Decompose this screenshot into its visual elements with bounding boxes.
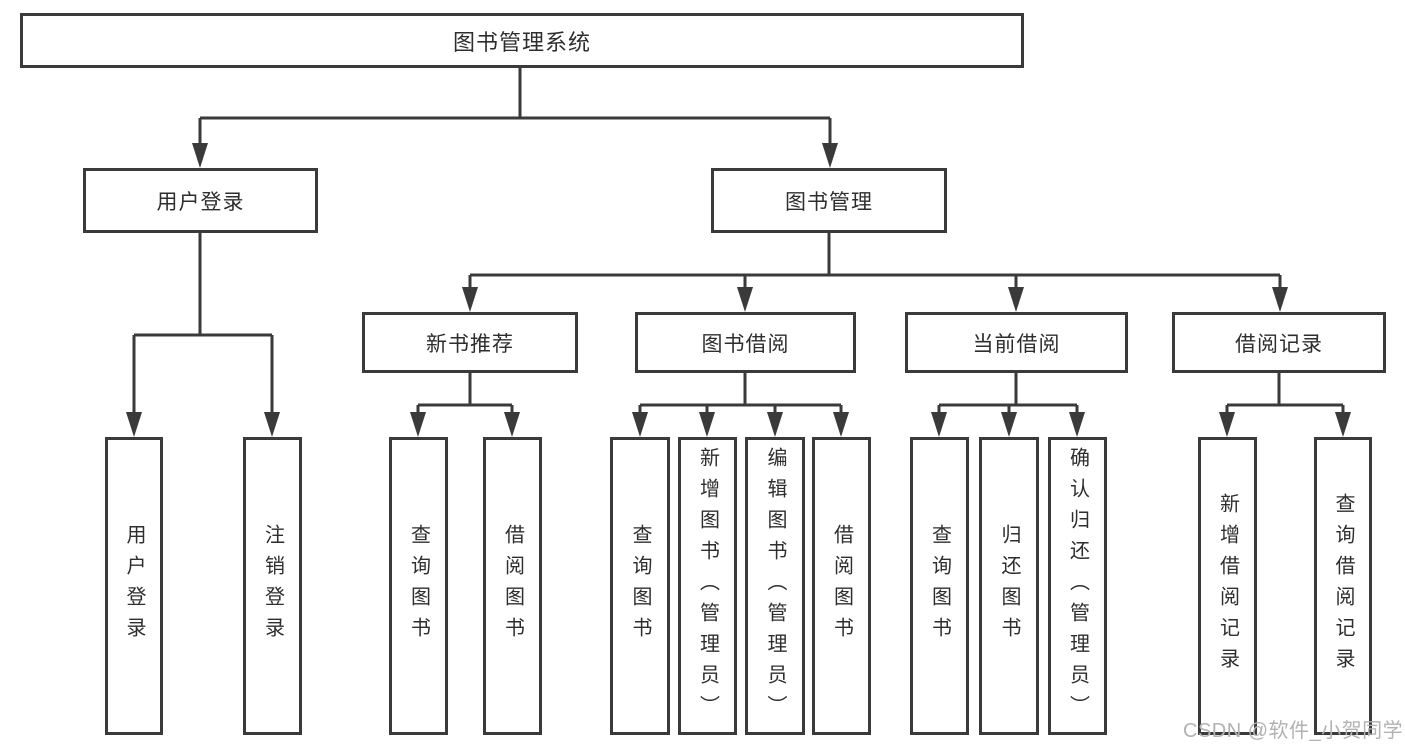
node-book-borrowing: 图书借阅 — [635, 312, 856, 373]
connector-lines — [132, 68, 1345, 415]
leaf-borrowing-borrow-books: 借阅图书 — [812, 437, 871, 735]
node-user-login: 用户登录 — [83, 168, 318, 233]
leaf-newbook-borrow-books: 借阅图书 — [483, 437, 542, 735]
node-book-management: 图书管理 — [711, 168, 947, 233]
leaf-borrowing-add-books-admin: 新增图书（管理员） — [678, 437, 737, 735]
leaf-records-query-record: 查询借阅记录 — [1314, 437, 1372, 735]
leaf-current-confirm-return-admin: 确认归还（管理员） — [1048, 437, 1107, 735]
arrowheads — [126, 143, 1351, 437]
leaf-current-query-books: 查询图书 — [910, 437, 969, 735]
leaf-borrowing-edit-books-admin: 编辑图书（管理员） — [745, 437, 805, 735]
leaf-borrowing-query-books: 查询图书 — [610, 437, 670, 735]
leaf-user-login: 用户登录 — [105, 437, 163, 735]
csdn-watermark: CSDN @软件_小贺同学 — [1183, 720, 1404, 742]
leaf-logout-login: 注销登录 — [243, 437, 302, 735]
node-current-borrowing: 当前借阅 — [905, 312, 1128, 373]
node-library-management-system: 图书管理系统 — [20, 13, 1024, 68]
leaf-newbook-query-books: 查询图书 — [389, 437, 448, 735]
leaf-records-add-record: 新增借阅记录 — [1198, 437, 1257, 735]
node-borrowing-records: 借阅记录 — [1172, 312, 1386, 373]
leaf-current-return-books: 归还图书 — [979, 437, 1039, 735]
node-new-book-recommendation: 新书推荐 — [362, 312, 578, 373]
